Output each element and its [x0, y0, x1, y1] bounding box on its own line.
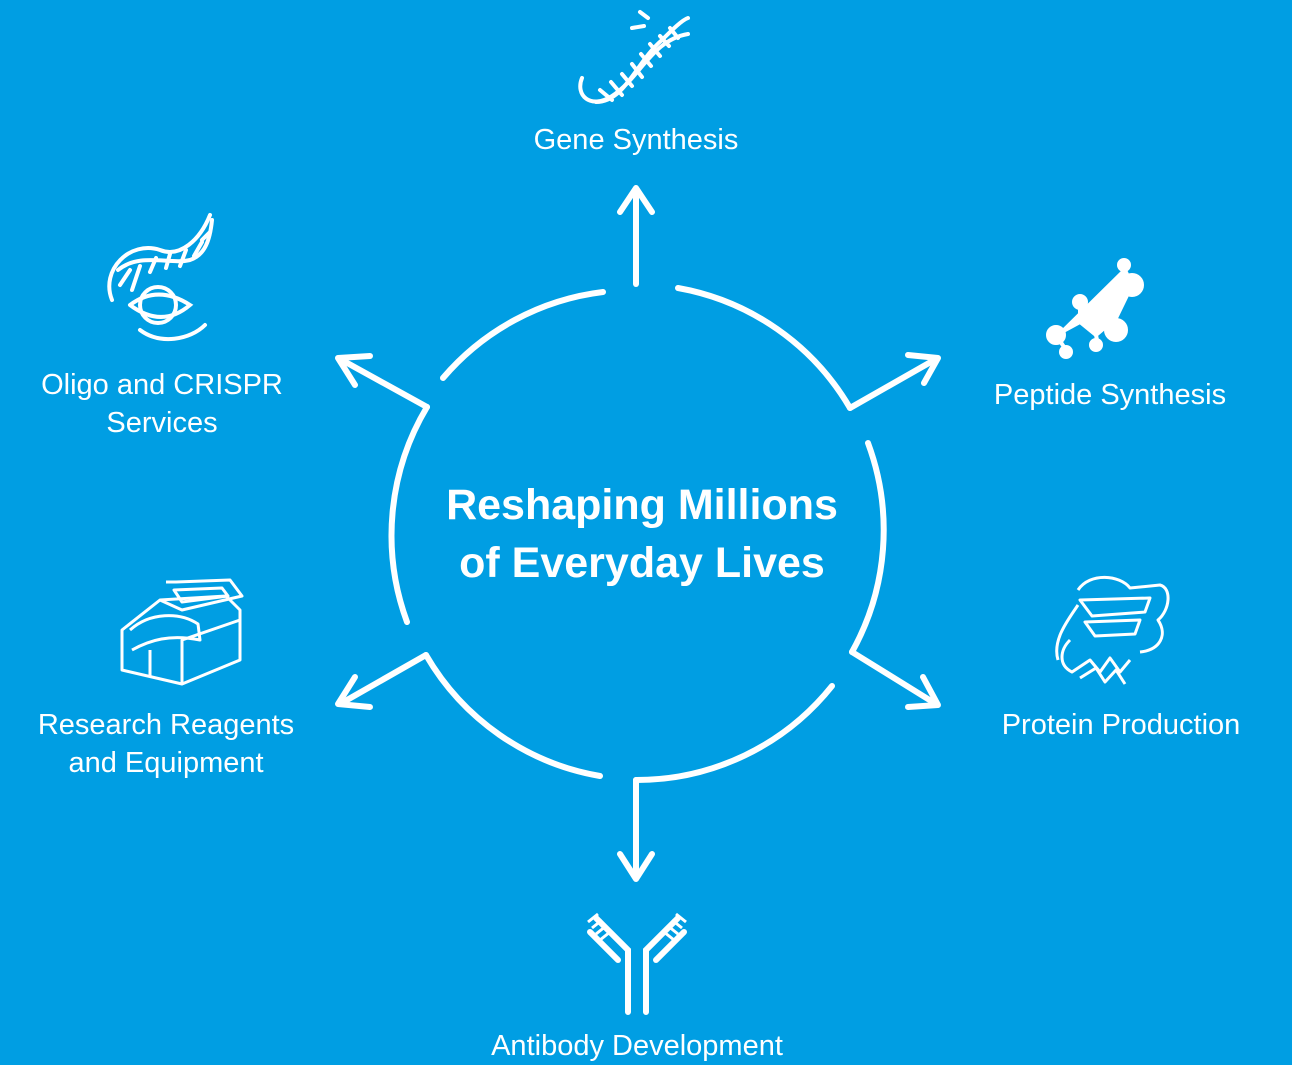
arrow-to-oligo-crispr — [335, 353, 430, 410]
center-title-line1: Reshaping Millions — [446, 481, 838, 529]
dna-helix-icon — [578, 10, 690, 104]
label-antibody-development: Antibody Development — [491, 1030, 783, 1062]
circle-arc-right — [849, 440, 887, 655]
circle-arc-top-right — [675, 285, 853, 411]
crispr-dna-icon — [107, 213, 214, 342]
center-title-line2: of Everyday Lives — [459, 539, 825, 587]
arrow-to-gene-synthesis — [617, 185, 655, 287]
arrow-to-antibody-development — [617, 777, 655, 882]
label-oligo-crispr-line1: Oligo and CRISPR — [41, 369, 283, 401]
antibody-binding-marks — [587, 912, 687, 942]
antibody-icon — [587, 915, 687, 1015]
lab-instrument-icon — [120, 578, 244, 686]
label-research-reagents: Research Reagents and Equipment — [16, 706, 316, 782]
center-title: Reshaping Millions of Everyday Lives — [392, 476, 892, 592]
label-oligo-crispr-line2: Services — [106, 407, 218, 439]
label-gene-synthesis: Gene Synthesis — [533, 124, 739, 156]
label-protein-production: Protein Production — [1001, 709, 1241, 741]
label-oligo-crispr: Oligo and CRISPR Services — [12, 366, 312, 442]
molecule-icon — [1046, 258, 1144, 359]
label-research-reagents-line1: Research Reagents — [37, 709, 295, 741]
protein-structure-icon — [1055, 575, 1170, 685]
arrow-to-research-reagents — [335, 652, 429, 710]
circle-arc-bottom-left — [423, 652, 603, 779]
label-research-reagents-line2: and Equipment — [68, 747, 264, 779]
circle-arc-top-left — [440, 289, 606, 381]
label-peptide-synthesis: Peptide Synthesis — [993, 379, 1227, 411]
circle-arc-bottom-right — [633, 683, 835, 784]
arrow-to-peptide-synthesis — [847, 352, 941, 411]
arrow-to-protein-production — [849, 649, 941, 710]
circle-arc-left — [388, 404, 430, 625]
